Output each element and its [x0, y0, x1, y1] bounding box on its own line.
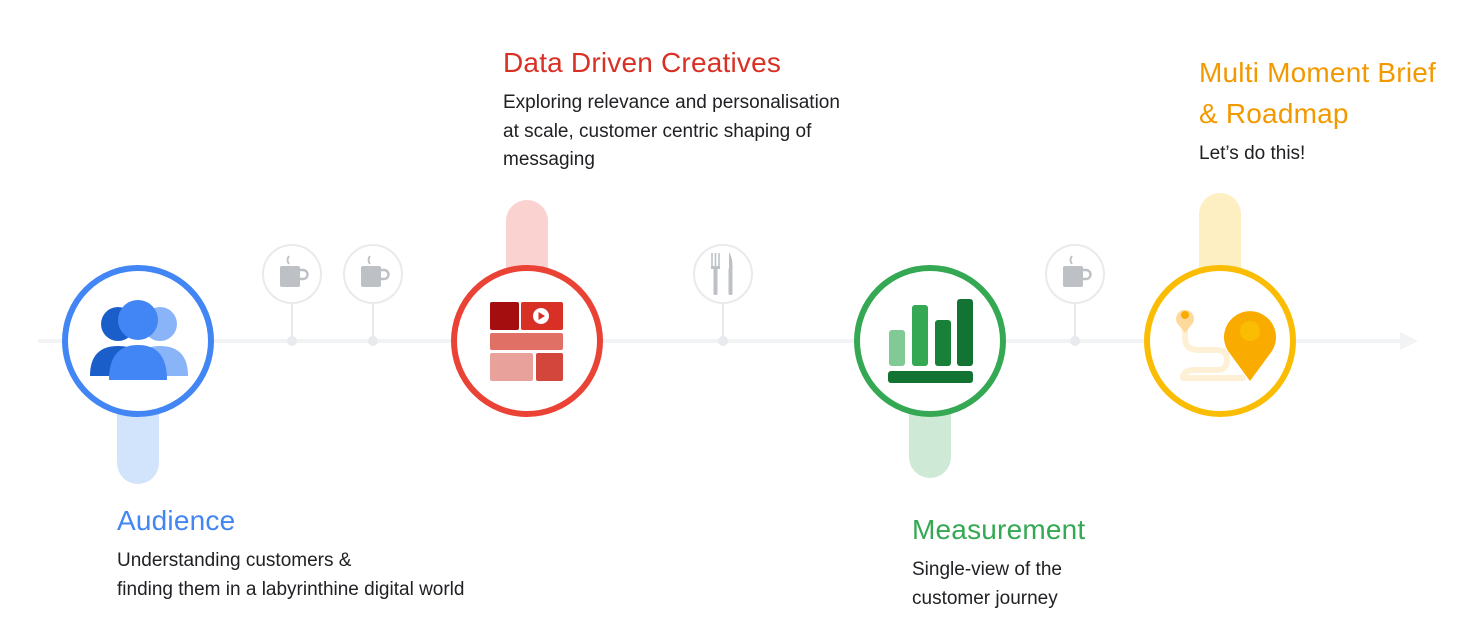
stage-title-line: & Roadmap — [1199, 98, 1349, 129]
measurement-node — [854, 265, 1006, 417]
bar-chart-icon — [888, 299, 973, 383]
stage-creatives: Data Driven Creatives Exploring relevanc… — [503, 42, 840, 175]
coffee-cup-icon — [1063, 255, 1092, 287]
description-line: Understanding customers & — [117, 550, 352, 571]
description-line: Single-view of the — [912, 559, 1062, 580]
audience-node — [62, 265, 214, 417]
stage-description: Let’s do this! — [1199, 140, 1436, 169]
roadmap-node — [1144, 265, 1296, 417]
break-marker-coffee-3 — [1045, 244, 1105, 346]
description-line: customer journey — [912, 587, 1058, 609]
timeline-arrowhead — [1400, 332, 1418, 350]
creative-grid-icon — [490, 302, 563, 381]
description-line: messaging — [503, 149, 595, 170]
creatives-node — [451, 265, 603, 417]
map-route-icon — [1176, 309, 1276, 381]
break-marker-lunch — [693, 244, 753, 346]
people-group-icon — [90, 300, 188, 380]
break-marker-coffee-2 — [343, 244, 403, 346]
coffee-cup-icon — [280, 255, 309, 287]
description-line: at scale, customer centric shaping of — [503, 120, 812, 142]
description-line: Exploring relevance and personalisation — [503, 92, 840, 113]
stage-roadmap: Multi Moment Brief & Roadmap Let’s do th… — [1199, 52, 1436, 169]
description-line: Let’s do this! — [1199, 143, 1306, 164]
coffee-cup-icon — [361, 255, 390, 287]
stage-description: Single-view of the customer journey — [912, 556, 1085, 613]
stage-title: Audience — [117, 505, 236, 536]
description-line: finding them in a labyrinthine digital w… — [117, 578, 465, 600]
stage-measurement: Measurement Single-view of the customer … — [912, 509, 1085, 613]
stage-title-line: Multi Moment Brief — [1199, 57, 1436, 88]
stage-audience: Audience Understanding customers & findi… — [117, 500, 464, 604]
break-marker-coffee-1 — [262, 244, 322, 346]
stage-title: Measurement — [912, 514, 1086, 545]
stage-title: Multi Moment Brief & Roadmap — [1199, 52, 1436, 134]
stage-description: Understanding customers & finding them i… — [117, 547, 464, 604]
fork-knife-icon — [711, 252, 733, 295]
stage-title: Data Driven Creatives — [503, 47, 782, 78]
stage-description: Exploring relevance and personalisation … — [503, 89, 840, 175]
